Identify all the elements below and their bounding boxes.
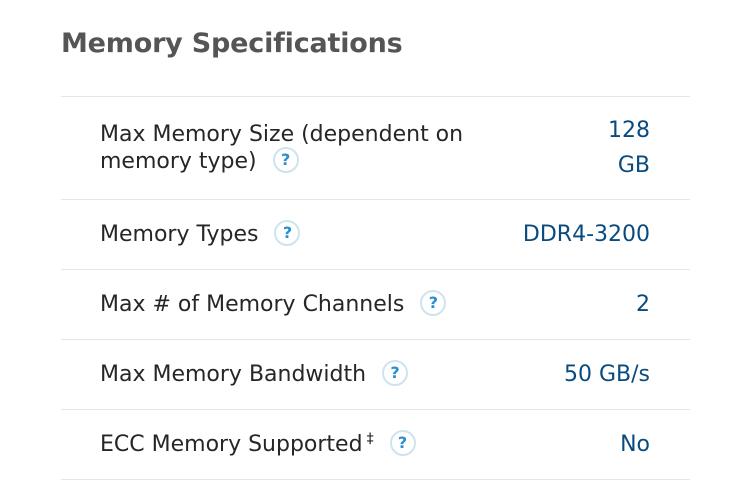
footnote-marker: ‡: [366, 430, 374, 447]
help-icon[interactable]: ?: [389, 430, 416, 456]
spec-label-text: Max Memory Bandwidth: [100, 362, 367, 387]
spec-list: Max Memory Size (dependent on memory typ…: [61, 96, 690, 480]
spec-row-memory-bandwidth: Max Memory Bandwidth? 50 GB/s: [61, 340, 690, 410]
spec-value: No: [620, 432, 650, 457]
spec-label-text: Max Memory Size (dependent on memory typ…: [100, 122, 464, 174]
spec-label-text: Max # of Memory Channels: [100, 292, 405, 317]
spec-row-memory-channels: Max # of Memory Channels? 2: [61, 270, 690, 340]
spec-label: Max Memory Bandwidth?: [100, 360, 409, 388]
help-icon[interactable]: ?: [274, 220, 301, 246]
spec-label-text: Memory Types: [100, 222, 259, 247]
section-title: Memory Specifications: [61, 28, 403, 59]
spec-label: ECC Memory Supported‡?: [100, 430, 416, 458]
spec-row-ecc-memory: ECC Memory Supported‡? No: [61, 410, 690, 480]
spec-row-max-memory-size: Max Memory Size (dependent on memory typ…: [61, 97, 690, 200]
spec-label-text: ECC Memory Supported: [100, 432, 363, 457]
spec-label: Max # of Memory Channels?: [100, 290, 447, 318]
spec-value: 128 GB: [608, 118, 650, 178]
help-icon[interactable]: ?: [420, 290, 447, 316]
spec-value: DDR4-3200: [522, 222, 650, 247]
spec-value: 2: [636, 292, 650, 317]
help-icon[interactable]: ?: [272, 147, 299, 173]
spec-label: Max Memory Size (dependent on memory typ…: [100, 121, 500, 175]
spec-row-memory-types: Memory Types? DDR4-3200: [61, 200, 690, 270]
spec-value: 50 GB/s: [563, 362, 650, 387]
spec-label: Memory Types?: [100, 220, 301, 248]
help-icon[interactable]: ?: [382, 360, 409, 386]
